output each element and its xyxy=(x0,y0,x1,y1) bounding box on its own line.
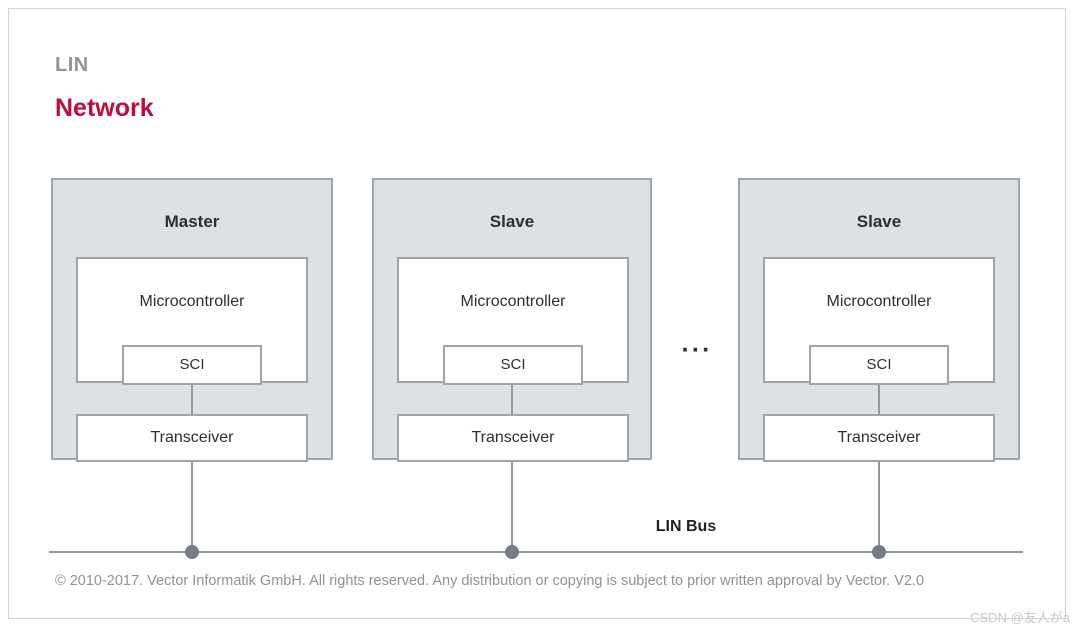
microcontroller-box: Microcontroller SCI xyxy=(397,257,629,385)
transceiver-box: Transceiver xyxy=(76,414,308,462)
sci-transceiver-connector xyxy=(191,383,193,414)
microcontroller-box: Microcontroller SCI xyxy=(763,257,995,385)
microcontroller-box: Microcontroller SCI xyxy=(76,257,308,385)
node-title: Slave xyxy=(856,212,902,231)
sci-box: SCI xyxy=(122,345,262,385)
bus-connection-dot xyxy=(185,545,199,559)
sci-transceiver-connector xyxy=(878,383,880,414)
transceiver-box: Transceiver xyxy=(763,414,995,462)
page-title: Network xyxy=(55,94,154,122)
chapter-label: LIN xyxy=(55,54,89,76)
node-title: Slave xyxy=(489,212,535,231)
bus-connection-dot xyxy=(505,545,519,559)
bus-drop-line xyxy=(511,459,513,552)
copyright-text: © 2010-2017. Vector Informatik GmbH. All… xyxy=(55,573,925,589)
microcontroller-label: Microcontroller xyxy=(826,293,932,310)
node-master: Master Microcontroller SCI Transceiver xyxy=(51,178,333,462)
transceiver-box: Transceiver xyxy=(397,414,629,462)
bus-drop-line xyxy=(878,459,880,552)
node-slave-1: Slave Microcontroller SCI Transceiver xyxy=(372,178,652,462)
bus-connection-dot xyxy=(872,545,886,559)
node-title: Master xyxy=(164,212,220,231)
bus-drop-line xyxy=(191,459,193,552)
lin-bus-line xyxy=(49,551,1023,553)
sci-box: SCI xyxy=(809,345,949,385)
bus-label: LIN Bus xyxy=(655,518,717,535)
sci-box: SCI xyxy=(443,345,583,385)
microcontroller-label: Microcontroller xyxy=(460,293,566,310)
microcontroller-label: Microcontroller xyxy=(139,293,245,310)
node-slave-2: Slave Microcontroller SCI Transceiver xyxy=(738,178,1020,462)
csdn-watermark: CSDN @友人がa xyxy=(970,610,1070,625)
more-nodes-ellipsis: ··· xyxy=(681,336,713,364)
sci-transceiver-connector xyxy=(511,383,513,414)
